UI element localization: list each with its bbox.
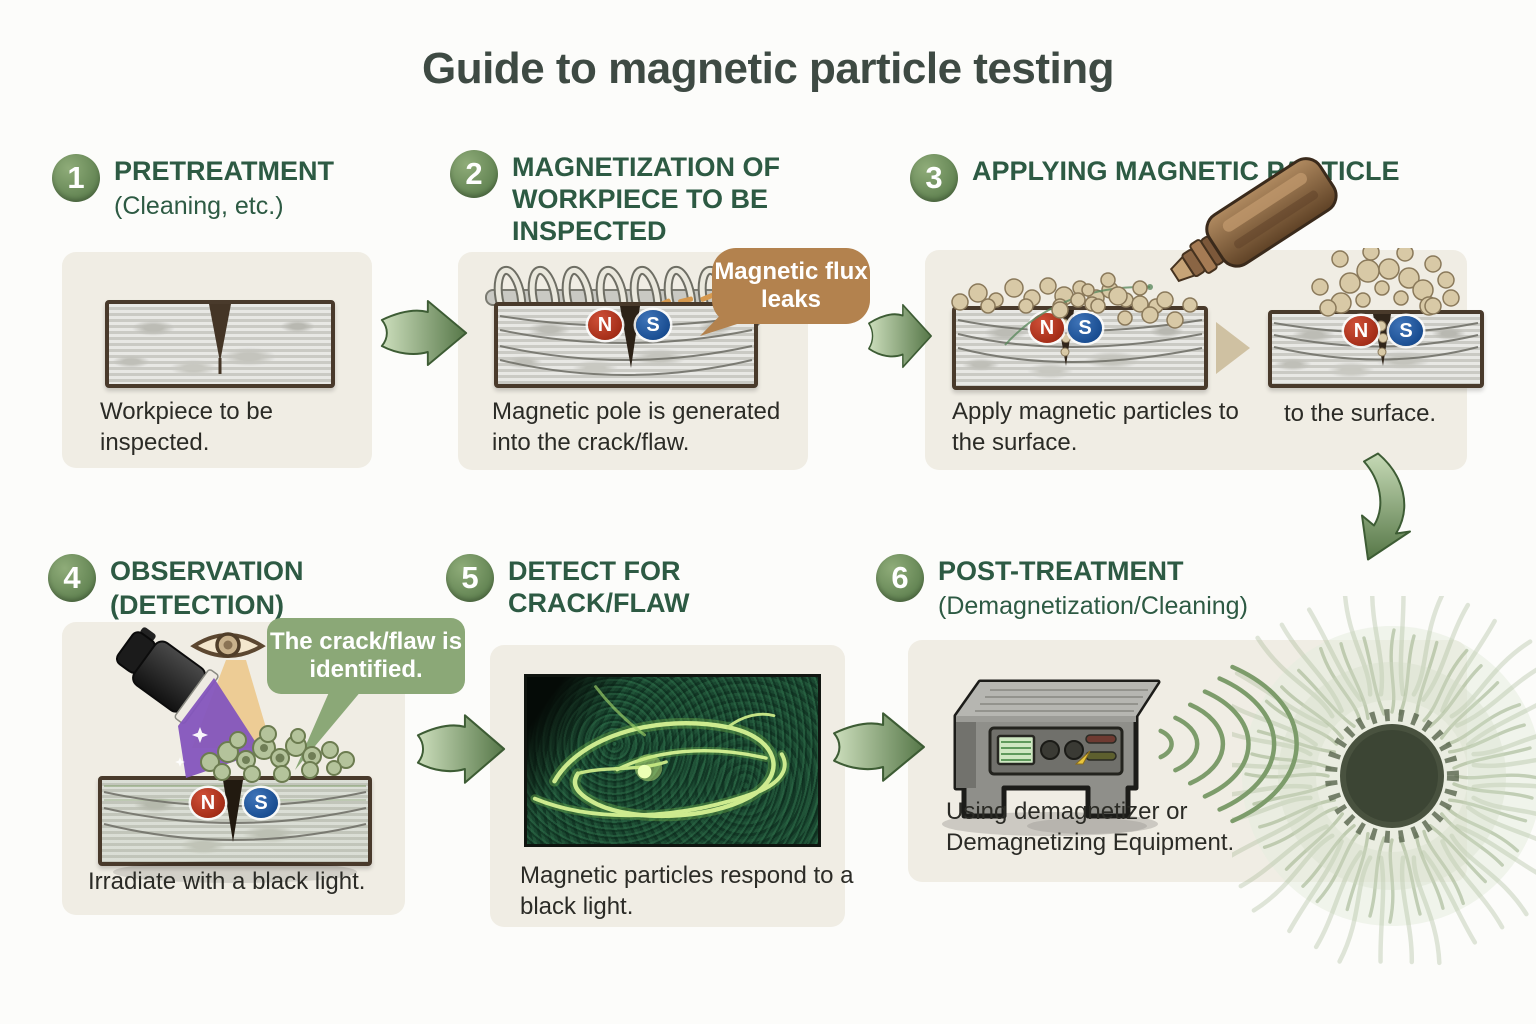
- flux-lines-graphic: [103, 780, 367, 842]
- workpiece-illustration: N S: [1268, 310, 1484, 388]
- step2-number-badge: 2: [450, 150, 498, 198]
- machine-knob: [1040, 740, 1060, 760]
- arrow-curved-down-icon: [1361, 452, 1411, 561]
- step5-number-badge: 5: [446, 554, 494, 602]
- step6-number-badge: 6: [876, 554, 924, 602]
- step4-number-badge: 4: [48, 554, 96, 602]
- workpiece-shadow: [113, 861, 357, 883]
- machine-knob: [1064, 740, 1084, 760]
- step6-subtitle: (Demagnetization/Cleaning): [938, 591, 1248, 620]
- step1-header: 1 PRETREATMENT (Cleaning, etc.): [52, 154, 382, 221]
- step1-title: PRETREATMENT: [114, 156, 334, 186]
- step4-title: OBSERVATION: [110, 556, 304, 586]
- arrow-right-icon: [416, 714, 506, 784]
- falling-particles: [1051, 272, 1198, 329]
- small-step-arrow-icon: [1216, 322, 1250, 374]
- north-pole-badge: N: [191, 788, 225, 818]
- step3-caption-left: Apply magnetic particles to the surface.: [952, 398, 1239, 457]
- south-pole-badge: S: [1068, 313, 1102, 343]
- step6-caption: Using demagnetizer or Demagnetizing Equi…: [946, 798, 1235, 857]
- step2-title: MAGNETIZATION OF WORKPIECE TO BE INSPECT…: [512, 152, 780, 246]
- arrow-right-icon: [833, 712, 925, 782]
- step1-subtitle: (Cleaning, etc.): [114, 191, 284, 220]
- step3-caption-right: to the surface.: [1284, 400, 1437, 427]
- particles: [1311, 248, 1460, 317]
- step4-subtitle: (DETECTION): [110, 589, 284, 620]
- arrow-right-icon: [867, 303, 933, 369]
- eye-icon: [190, 632, 266, 658]
- crack-identified-callout: The crack/flaw is identified.: [267, 618, 465, 694]
- warning-triangle-icon: [1074, 750, 1091, 765]
- step1-caption: Workpiece to be inspected.: [100, 398, 273, 457]
- workpiece-illustration: [105, 300, 335, 388]
- uv-flashlight-icon: [115, 627, 219, 724]
- step1-number-badge: 1: [52, 154, 100, 202]
- arrow-right-icon: [380, 300, 468, 366]
- step3-header: 3 APPLYING MAGNETIC PARTICLE: [910, 154, 1510, 202]
- mesh-pattern: [1232, 596, 1536, 1016]
- step5-header: 5 DETECT FOR CRACK/FLAW: [446, 554, 746, 620]
- crack-graphic: [209, 304, 231, 374]
- fluorescent-particles: [200, 725, 355, 783]
- fluorescent-crack-photo: [524, 674, 821, 847]
- particle-bottle-icon: [1004, 157, 1338, 346]
- step5-caption: Magnetic particles respond to a black li…: [520, 862, 854, 921]
- page-title: Guide to magnetic particle testing: [421, 44, 1115, 93]
- step2-header: 2 MAGNETIZATION OF WORKPIECE TO BE INSPE…: [450, 150, 836, 248]
- demagnetizing-waves-icon: [1158, 664, 1299, 824]
- step6-header: 6 POST-TREATMENT (Demagnetization/Cleani…: [876, 554, 1416, 621]
- step6-title: POST-TREATMENT: [938, 556, 1184, 586]
- south-pole-badge: S: [636, 310, 670, 340]
- demagnetizer-icon: [942, 679, 1161, 836]
- north-pole-badge: N: [588, 310, 622, 340]
- workpiece-illustration: N S: [98, 776, 372, 866]
- step5-title: DETECT FOR CRACK/FLAW: [508, 556, 690, 618]
- step3-number-badge: 3: [910, 154, 958, 202]
- step4-header: 4 OBSERVATION (DETECTION): [48, 554, 388, 622]
- step2-caption: Magnetic pole is generated into the crac…: [492, 398, 781, 457]
- north-pole-badge: N: [1344, 316, 1378, 346]
- south-pole-badge: S: [1389, 316, 1423, 346]
- south-pole-badge: S: [244, 788, 278, 818]
- flux-leak-callout: Magnetic flux leaks: [712, 248, 870, 324]
- step4-caption: Irradiate with a black light.: [88, 868, 366, 895]
- workpiece-illustration: N S: [494, 302, 758, 388]
